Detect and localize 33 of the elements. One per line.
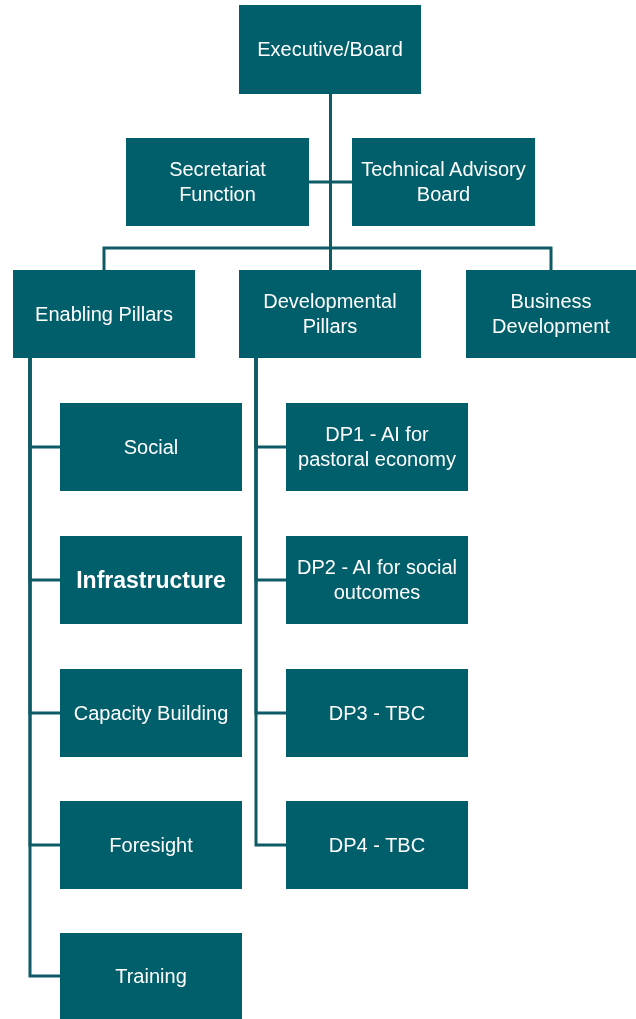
box-label: Technical Advisory Board: [360, 157, 527, 207]
connector-line: [254, 358, 286, 847]
org-box: [352, 138, 535, 226]
org-box: [60, 403, 242, 491]
box-label: DP1 - AI for pastoral economy: [297, 422, 457, 472]
box-label: Secretariat Function: [168, 157, 267, 207]
box-label: Developmental Pillars: [262, 289, 398, 339]
org-box: [286, 801, 468, 889]
org-box: [60, 536, 242, 624]
org-box: [286, 536, 468, 624]
box-label: Training: [115, 963, 187, 989]
org-box: [239, 270, 421, 358]
org-box: [466, 270, 636, 358]
connector-line: [329, 94, 553, 270]
org-box: [60, 801, 242, 889]
box-label: DP2 - AI for social outcomes: [295, 555, 459, 605]
box-label: Executive/Board: [257, 37, 403, 62]
org-box: [286, 403, 468, 491]
box-label: DP3 - TBC: [328, 700, 426, 726]
org-box: [13, 270, 195, 358]
box-label: DP4 - TBC: [328, 832, 426, 858]
org-box: [60, 669, 242, 757]
org-box: [126, 138, 309, 226]
box-label: Enabling Pillars: [35, 301, 173, 327]
connector-line: [28, 358, 60, 978]
box-label: Foresight: [109, 832, 193, 858]
org-box: [60, 933, 242, 1019]
org-box: [286, 669, 468, 757]
box-label: Business Development: [491, 289, 611, 339]
box-label: Social: [123, 434, 179, 460]
box-label: Capacity Building: [73, 700, 229, 726]
org-box: [239, 5, 421, 94]
box-label: Infrastructure: [76, 565, 226, 595]
